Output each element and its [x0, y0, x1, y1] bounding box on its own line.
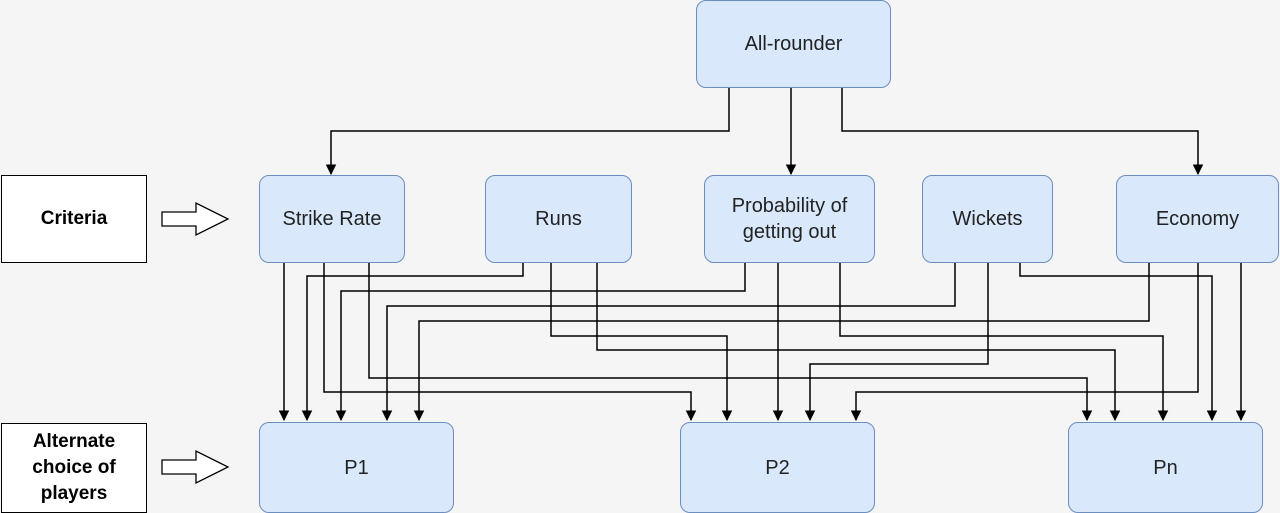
edge-root-to-economy	[841, 88, 1204, 176]
edge-runs-to-p1	[301, 262, 524, 422]
edge-probability-to-p1	[335, 262, 746, 422]
criterion-node-strike-rate: Strike Rate	[259, 175, 405, 263]
edge-strike-rate-to-p2	[323, 262, 697, 422]
goal-node-all-rounder: All-rounder	[696, 0, 891, 88]
edge-strike-rate-to-pn	[368, 262, 1093, 422]
edge-root-to-strike-rate	[325, 88, 730, 176]
criterion-node-probability-of-getting-out: Probability of getting out	[704, 175, 875, 263]
edge-economy-to-p2	[850, 262, 1199, 422]
criterion-label: Economy	[1155, 208, 1240, 230]
player-node-p2: P2	[680, 422, 875, 513]
player-node-pn: Pn	[1068, 422, 1263, 513]
criterion-node-economy: Economy	[1116, 175, 1279, 263]
criterion-label: Wickets	[952, 208, 1023, 230]
goal-node-label: All-rounder	[744, 33, 843, 55]
edge-runs-to-p2	[550, 262, 733, 422]
criteria-row-label-text: Criteria	[40, 208, 108, 229]
criterion-label: Strike Rate	[282, 208, 382, 230]
alternatives-row-label: Alternate choice of players	[1, 423, 147, 513]
edge-wickets-to-p2	[804, 262, 989, 422]
edge-wickets-to-pn	[1019, 262, 1218, 422]
edge-probability-to-pn	[839, 262, 1169, 422]
player-label: P2	[765, 456, 790, 479]
player-label: P1	[344, 456, 369, 479]
criteria-row-label: Criteria	[1, 175, 147, 263]
edge-economy-to-p1	[413, 262, 1150, 422]
criterion-node-wickets: Wickets	[922, 175, 1053, 263]
criteria-pointer-arrow	[161, 201, 230, 237]
criterion-label: Probability of getting out	[731, 195, 848, 243]
criterion-node-runs: Runs	[485, 175, 632, 263]
alternatives-pointer-arrow	[161, 449, 230, 485]
player-label: Pn	[1153, 456, 1178, 479]
player-node-p1: P1	[259, 422, 454, 513]
edge-wickets-to-p1	[381, 262, 956, 422]
alternatives-row-label-text: Alternate choice of players	[32, 431, 116, 504]
criterion-label: Runs	[535, 208, 582, 230]
